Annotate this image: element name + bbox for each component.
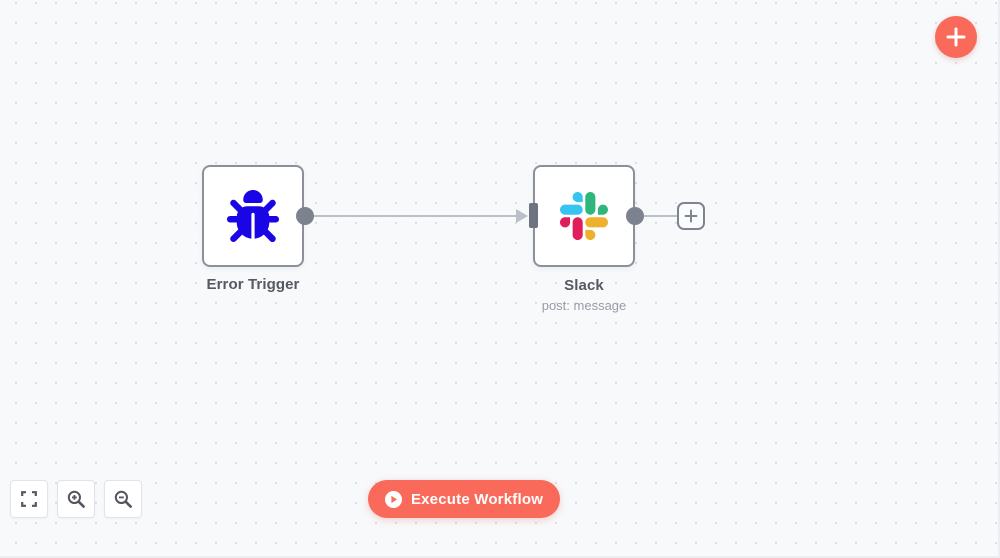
plus-icon [945, 26, 967, 48]
connection-wire [305, 215, 517, 217]
zoom-in-button[interactable] [57, 480, 95, 518]
node-label-error-trigger: Error Trigger [206, 276, 300, 293]
error-trigger-output-endpoint[interactable] [296, 207, 314, 225]
add-step-wire [635, 215, 677, 217]
zoom-out-button[interactable] [104, 480, 142, 518]
node-error-trigger[interactable] [202, 165, 304, 267]
connection-arrow-icon [516, 209, 528, 223]
node-slack[interactable] [533, 165, 635, 267]
zoom-in-icon [67, 490, 86, 509]
node-subtitle-slack: post: message [541, 298, 627, 313]
slack-output-endpoint[interactable] [626, 207, 644, 225]
slack-logo-icon [560, 192, 608, 240]
execute-workflow-label: Execute Workflow [410, 490, 544, 508]
plus-square-icon [684, 209, 698, 223]
add-step-button[interactable] [677, 202, 705, 230]
execute-workflow-button[interactable]: Execute Workflow [368, 480, 560, 518]
bug-icon [227, 190, 279, 242]
node-label-slack: Slack [564, 277, 604, 294]
slack-input-endpoint[interactable] [529, 203, 538, 228]
zoom-out-icon [114, 490, 133, 509]
zoom-to-fit-icon [21, 491, 37, 507]
zoom-controls [10, 480, 142, 518]
play-circle-icon [384, 490, 402, 508]
zoom-to-fit-button[interactable] [10, 480, 48, 518]
add-node-button[interactable] [935, 16, 977, 58]
